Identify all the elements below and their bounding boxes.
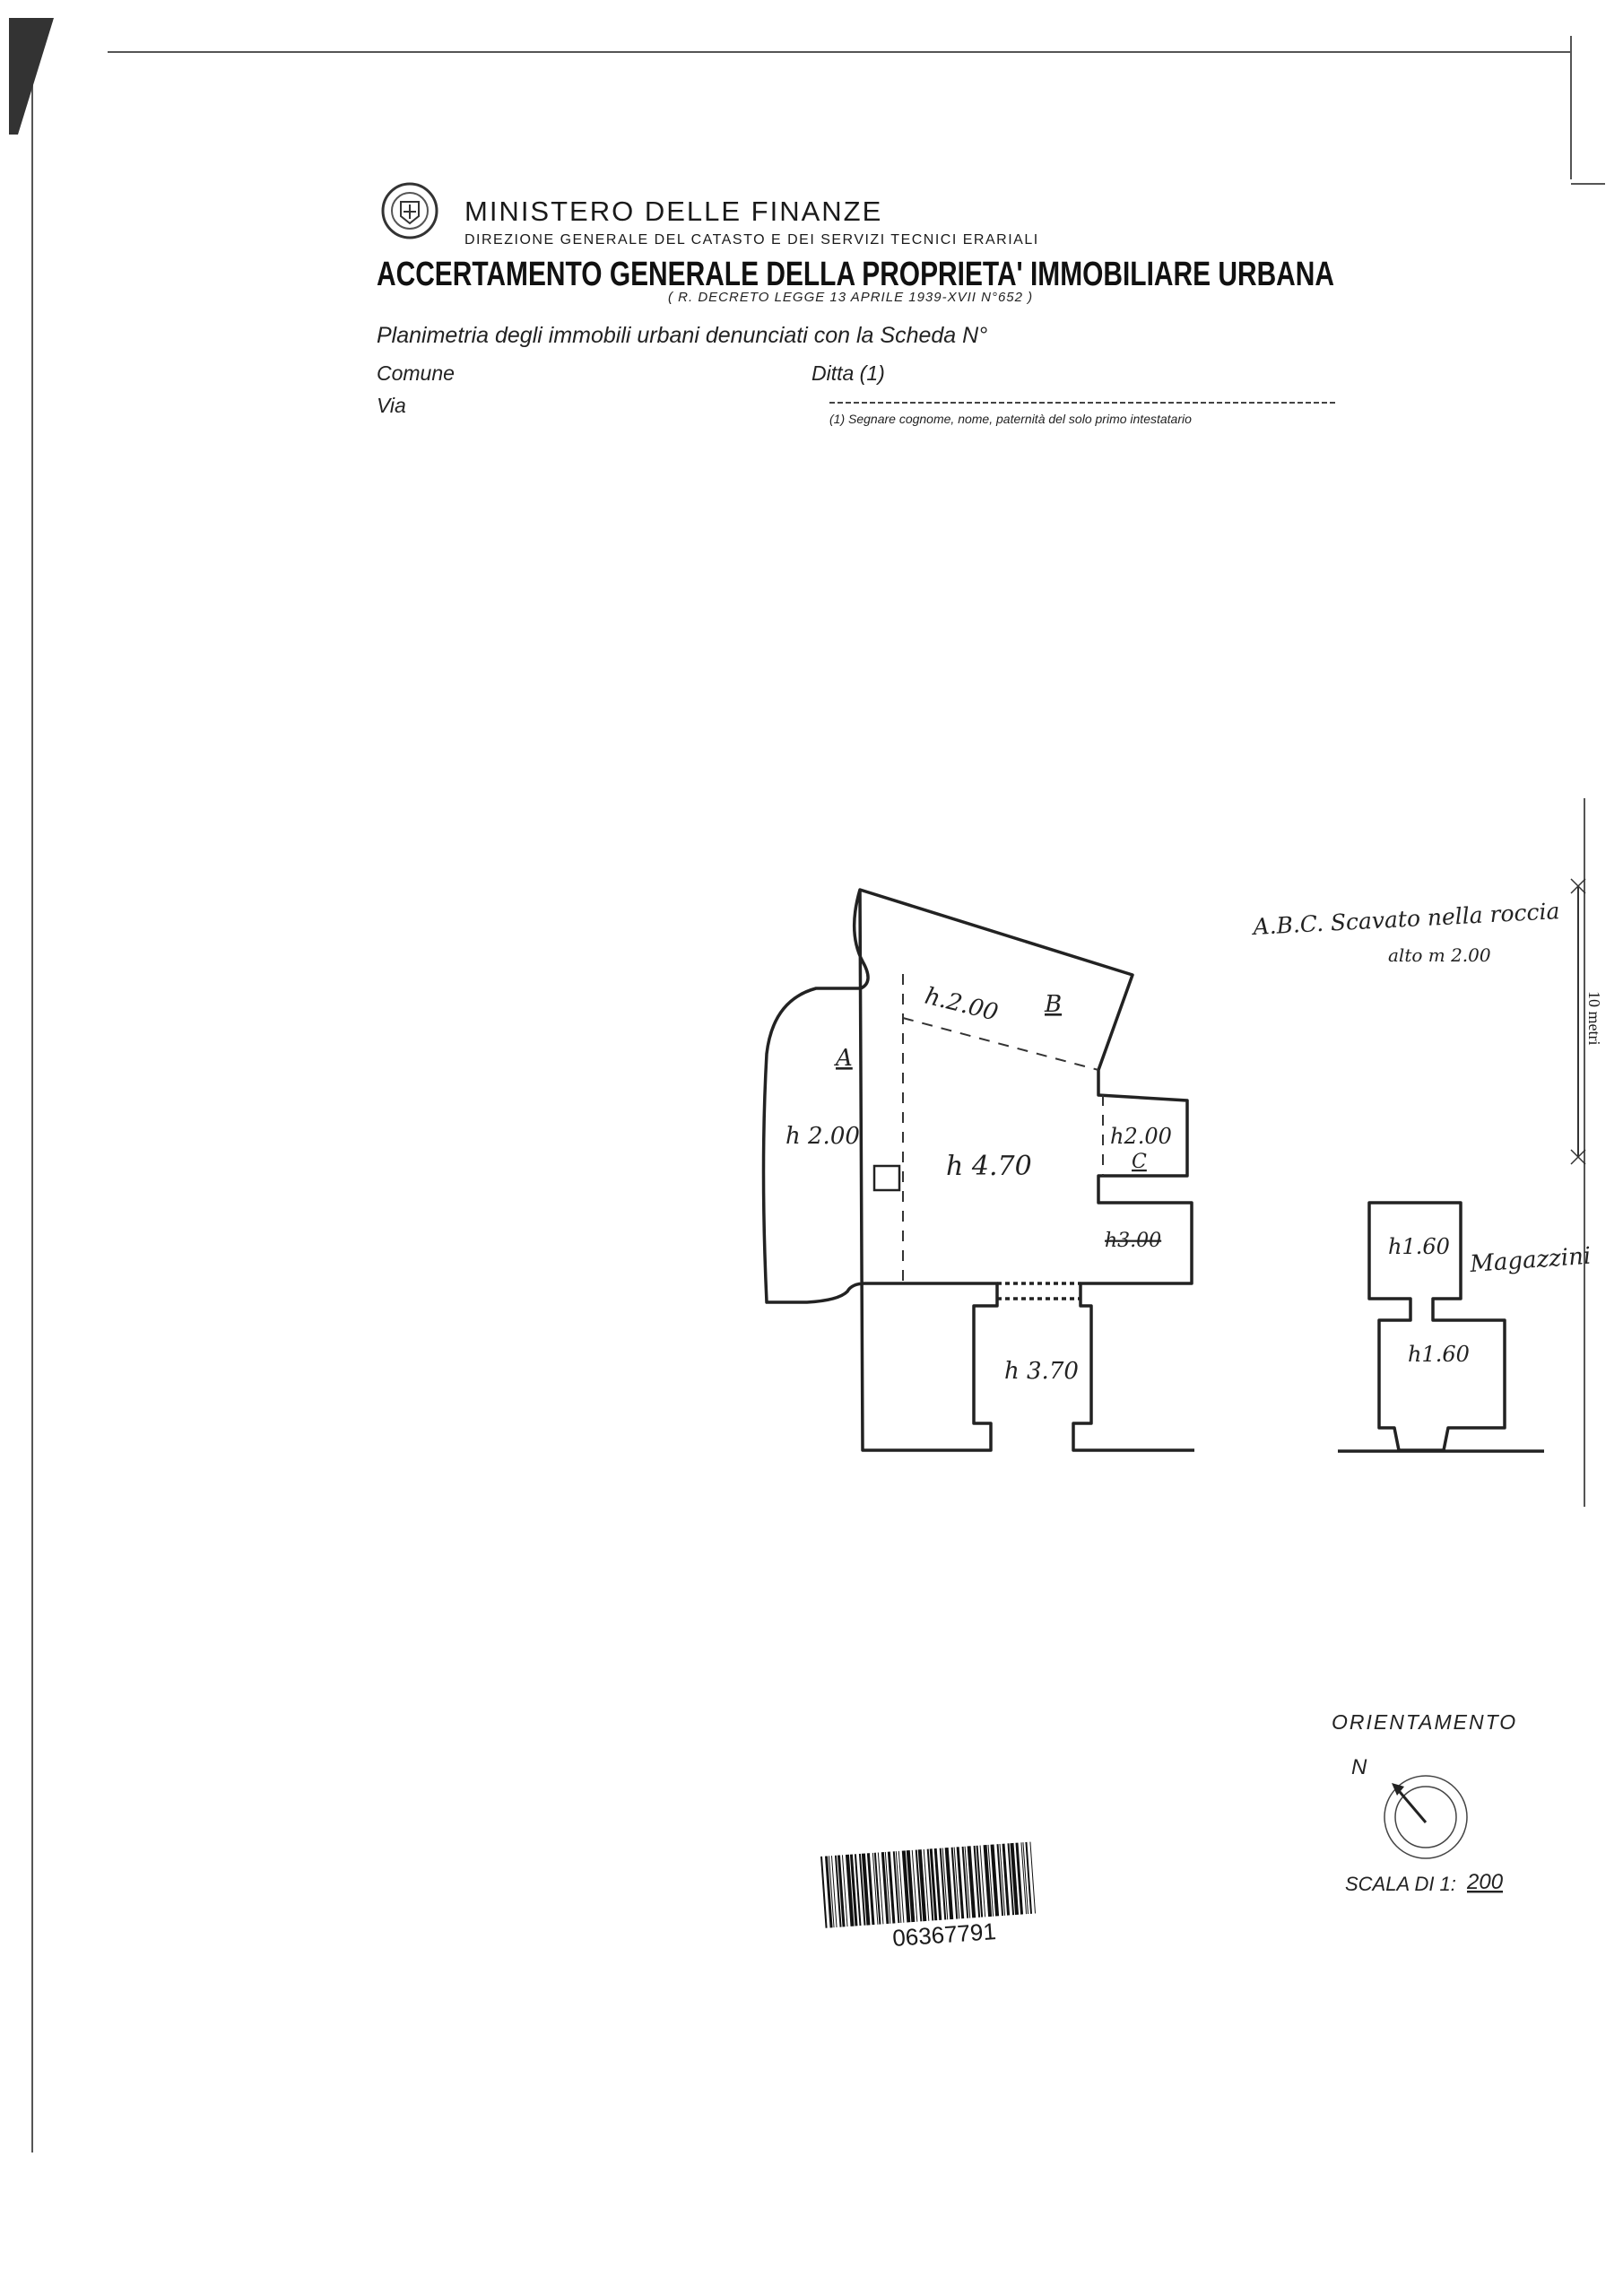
barcode-bar [841,1855,848,1927]
barcode-bar [911,1849,918,1922]
direction-subtitle: DIREZIONE GENERALE DEL CATASTO E DEI SER… [464,232,1039,248]
barcode-bar [872,1852,879,1925]
barcode-bar [956,1847,965,1919]
ministry-title: MINISTERO DELLE FINANZE [464,196,882,227]
barcode-bar [866,1853,875,1926]
barcode-bar [923,1848,930,1921]
barcode-bar [964,1846,971,1918]
room-a-letter: A [834,1045,853,1072]
barcode-bar [996,1844,1004,1917]
barcode-bar [834,1855,842,1927]
storage-label: Magazzini [1468,1243,1592,1278]
barcode-bar [849,1854,858,1926]
barcode-bar [830,1856,838,1927]
room-a-height: h 2.00 [785,1123,860,1150]
barcode-bar [906,1850,916,1923]
barcode-bar [837,1855,846,1927]
lower-room-height: h 3.70 [1004,1358,1079,1385]
barcode-bar [933,1848,942,1920]
side-room-height: h3.00 [1105,1230,1161,1252]
barcode-bar [820,1856,828,1928]
barcode-bar [861,1853,871,1926]
barcode-bar [990,1844,1000,1917]
barcode-bar [929,1848,938,1921]
pillar [872,1164,901,1192]
barcode-bar [917,1849,927,1922]
orientation-title: ORIENTAMENTO [1332,1710,1517,1734]
barcode-bar [892,1851,900,1924]
barcode-bar [1029,1841,1037,1914]
barcode-bar [942,1848,949,1920]
barcode-bar [877,1852,884,1925]
document-title: ACCERTAMENTO GENERALE DELLA PROPRIETA' I… [377,256,1334,293]
seal-icon [381,182,438,239]
page-border [9,18,1605,2152]
barcode-bar [939,1848,947,1920]
decree-reference: ( R. DECRETO LEGGE 13 APRILE 1939-XVII N… [668,290,1033,305]
barcode-bar [967,1846,976,1918]
scale-bar [1570,878,1586,1165]
barcode-bar [881,1852,890,1925]
barcode-bar [976,1845,984,1918]
compass-icon [1384,1775,1468,1859]
room-b-letter: B [1044,991,1062,1018]
footnote: (1) Segnare cognome, nome, paternità del… [829,412,1192,426]
barcode-bar [1007,1843,1015,1916]
barcode-bar [873,1852,881,1925]
barcode-bar [824,1856,833,1928]
barcode-bar [944,1848,954,1920]
room-c-height: h2.00 [1110,1124,1172,1149]
barcode-bar [950,1847,959,1919]
barcode-bar [961,1846,969,1918]
barcode-bar [953,1847,960,1919]
barcode-bar [926,1848,934,1921]
barcode-bar [987,1844,994,1917]
plan-label: Planimetria degli immobili urbani denunc… [377,323,987,348]
scale-label: SCALA DI 1: [1345,1873,1456,1895]
barcode-bar [983,1845,993,1918]
barcode-bar [1020,1842,1028,1915]
barcode-bar [828,1856,835,1928]
main-building-outline [761,888,1194,1452]
barcode-bar [1025,1841,1033,1914]
scale-value: 200 [1466,1870,1504,1894]
barcode-bar [1022,1842,1029,1915]
comune-label: Comune [377,361,455,385]
barcode-bar [884,1851,891,1924]
barcode-bar [895,1851,902,1923]
main-room-height: h 4.70 [946,1151,1032,1182]
partition-line [902,1017,1099,1071]
barcode-bar [973,1845,981,1918]
barcode-bar [901,1850,911,1923]
floor-plan [761,888,1544,1453]
storage-bottom-height: h1.60 [1408,1342,1470,1367]
barcode-bar [979,1845,986,1918]
barcode-number: 06367791 [891,1918,996,1952]
barcode-bar [1002,1843,1011,1916]
barcode-bar [858,1853,866,1926]
excavation-height-note: alto m 2.00 [1388,944,1491,966]
ditta-label: Ditta (1) [812,361,885,385]
barcode [820,1841,1037,1928]
via-label: Via [377,394,406,417]
barcode-bar [845,1854,855,1926]
barcode-bar [898,1850,905,1923]
barcode-bar [854,1854,862,1926]
barcode-bar [915,1849,923,1922]
scale-bar-label: 10 metri [1585,991,1603,1046]
barcode-bar [1010,1842,1020,1916]
room-c-letter: C [1132,1151,1147,1173]
barcode-bar [1015,1842,1024,1915]
north-label: N [1351,1755,1367,1779]
room-b-height: h.2.00 [922,983,1001,1027]
barcode-bar [887,1851,896,1924]
barcode-bar [999,1843,1006,1916]
excavation-note: A.B.C. Scavato nella roccia [1251,898,1560,940]
storage-top-height: h1.60 [1388,1234,1450,1259]
